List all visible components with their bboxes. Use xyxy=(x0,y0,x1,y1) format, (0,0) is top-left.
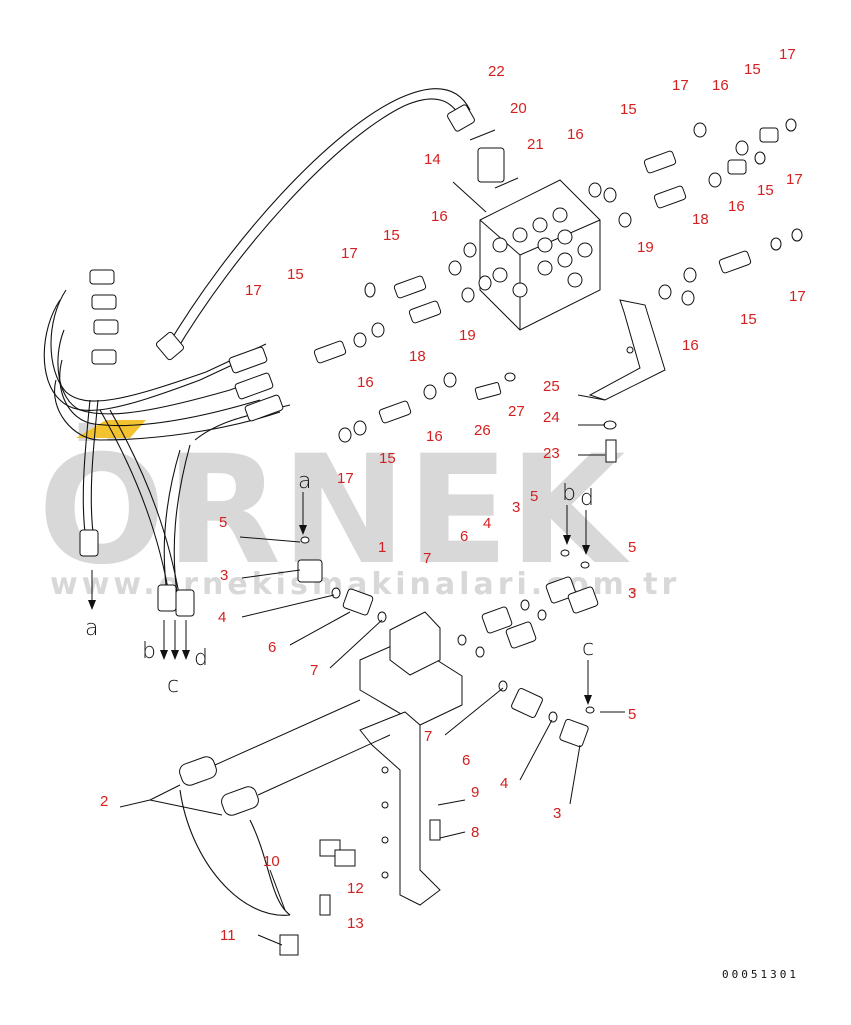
callout-6: 6 xyxy=(268,639,276,656)
leader-lines xyxy=(91,181,625,946)
connection-letters: a a b b c c d d xyxy=(85,469,594,698)
letter-c-bottom: c xyxy=(167,673,179,698)
hose-bundle xyxy=(43,88,471,601)
callout-4: 4 xyxy=(483,515,491,532)
bracket xyxy=(588,299,666,401)
callout-23: 23 xyxy=(543,445,560,462)
callout-25: 25 xyxy=(543,378,560,395)
callout-21: 21 xyxy=(527,136,544,153)
letter-b-bottom: b xyxy=(142,639,156,664)
callout-17: 17 xyxy=(245,282,262,299)
lower-valve-assembly xyxy=(179,611,463,956)
callout-19: 19 xyxy=(459,327,476,344)
watermark: ÖRNEK www.ornekismakinalari.com.tr xyxy=(38,420,676,602)
callout-17: 17 xyxy=(337,470,354,487)
callout-17: 17 xyxy=(672,77,689,94)
lower-fittings xyxy=(297,536,599,748)
hose-fittings xyxy=(79,104,475,617)
callout-5: 5 xyxy=(628,539,636,556)
callout-16: 16 xyxy=(682,337,699,354)
callout-3: 3 xyxy=(220,567,228,584)
callout-19: 19 xyxy=(637,239,654,256)
callout-22: 22 xyxy=(488,63,505,80)
callout-18: 18 xyxy=(692,211,709,228)
callout-3: 3 xyxy=(553,805,561,822)
callout-2: 2 xyxy=(100,793,108,810)
callout-8: 8 xyxy=(471,824,479,841)
callout-16: 16 xyxy=(567,126,584,143)
callout-24: 24 xyxy=(543,409,560,426)
watermark-brand: ÖRNEK xyxy=(38,422,630,598)
callout-17: 17 xyxy=(779,46,796,63)
callout-15: 15 xyxy=(379,450,396,467)
callout-4: 4 xyxy=(218,609,226,626)
callout-7: 7 xyxy=(423,550,431,567)
callout-16: 16 xyxy=(357,374,374,391)
callout-3: 3 xyxy=(628,585,636,602)
callout-5: 5 xyxy=(628,706,636,723)
callout-15: 15 xyxy=(383,227,400,244)
letter-a-top: a xyxy=(298,469,311,494)
callout-15: 15 xyxy=(287,266,304,283)
drawing-number: 00051301 xyxy=(722,968,799,981)
callout-16: 16 xyxy=(431,208,448,225)
callout-27: 27 xyxy=(508,403,525,420)
fittings xyxy=(313,118,803,443)
callout-6: 6 xyxy=(462,752,470,769)
top-parts xyxy=(469,129,617,463)
letter-b-top: b xyxy=(562,481,576,506)
callout-14: 14 xyxy=(424,151,441,168)
callout-15: 15 xyxy=(620,101,637,118)
callout-11: 11 xyxy=(220,927,236,944)
callout-5: 5 xyxy=(530,488,538,505)
callout-20: 20 xyxy=(510,100,527,117)
callout-5: 5 xyxy=(219,514,227,531)
callout-10: 10 xyxy=(263,853,280,870)
callout-6: 6 xyxy=(460,528,468,545)
callout-9: 9 xyxy=(471,784,479,801)
callout-12: 12 xyxy=(347,880,364,897)
letter-c-right: c xyxy=(582,636,594,661)
callout-17: 17 xyxy=(789,288,806,305)
callout-16: 16 xyxy=(728,198,745,215)
letter-d-bottom: d xyxy=(194,646,208,671)
callout-16: 16 xyxy=(426,428,443,445)
callout-16: 16 xyxy=(712,77,729,94)
callout-7: 7 xyxy=(310,662,318,679)
valve-block xyxy=(479,179,601,331)
letter-a-bottom: a xyxy=(85,616,98,641)
callout-15: 15 xyxy=(740,311,757,328)
callout-15: 15 xyxy=(744,61,761,78)
callout-labels: 1 2 3 3 3 3 4 4 4 5 5 5 5 6 6 6 7 7 7 8 … xyxy=(100,46,806,944)
direction-arrows xyxy=(88,525,592,705)
callout-4: 4 xyxy=(500,775,508,792)
callout-18: 18 xyxy=(409,348,426,365)
letter-d-top: d xyxy=(580,486,594,511)
callout-15: 15 xyxy=(757,182,774,199)
callout-17: 17 xyxy=(786,171,803,188)
callout-1: 1 xyxy=(378,539,386,556)
callout-7: 7 xyxy=(424,728,432,745)
callout-3: 3 xyxy=(512,499,520,516)
callout-13: 13 xyxy=(347,915,364,932)
callout-26: 26 xyxy=(474,422,491,439)
callout-17: 17 xyxy=(341,245,358,262)
